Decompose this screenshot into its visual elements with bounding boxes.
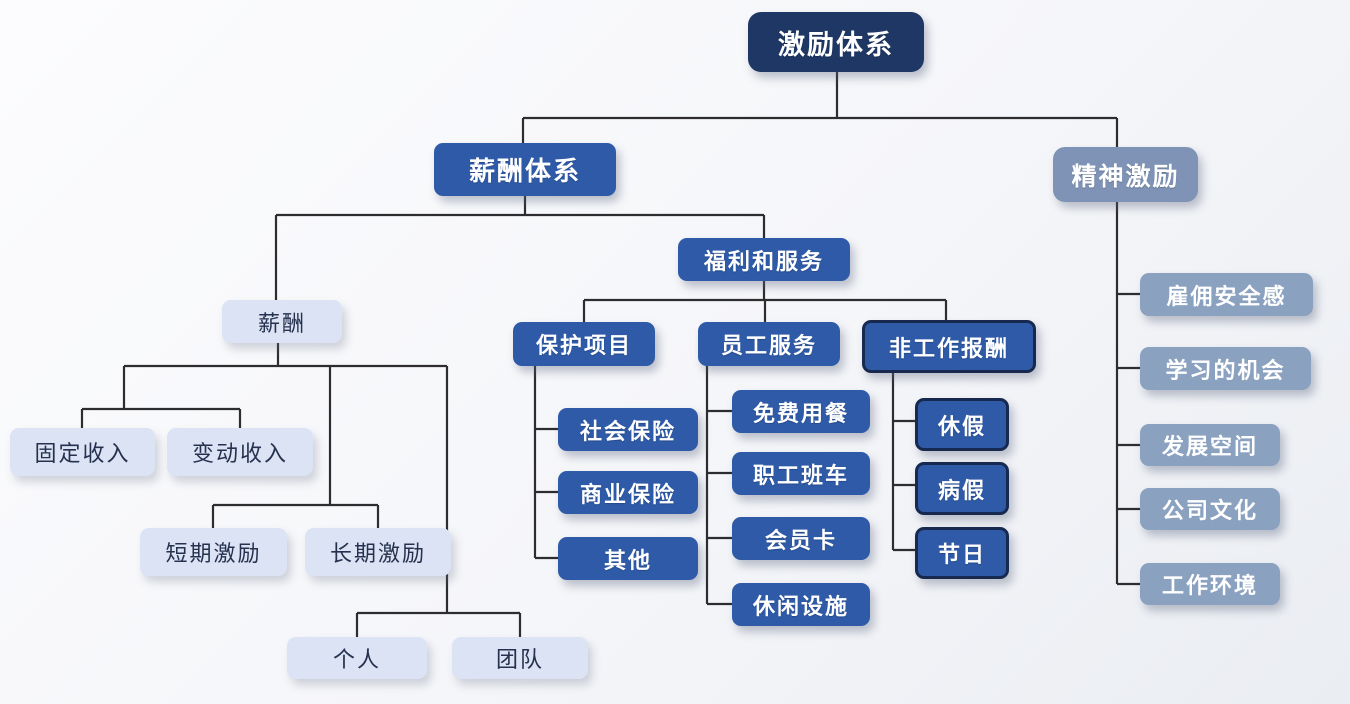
node-compensation-system: 薪酬体系 xyxy=(434,143,616,196)
node-sick-leave: 病假 xyxy=(915,462,1009,515)
node-long-term-incentive: 长期激励 xyxy=(305,528,451,576)
node-benefits-and-services: 福利和服务 xyxy=(678,238,850,281)
node-short-term-incentive: 短期激励 xyxy=(140,528,287,576)
node-vacation: 休假 xyxy=(915,398,1009,451)
node-leisure-facilities: 休闲设施 xyxy=(732,583,870,626)
node-holidays: 节日 xyxy=(915,527,1009,579)
node-work-environment: 工作环境 xyxy=(1140,563,1280,605)
node-non-work-compensation: 非工作报酬 xyxy=(862,320,1036,373)
node-employee-services: 员工服务 xyxy=(698,322,840,366)
node-team: 团队 xyxy=(452,637,588,679)
node-salary: 薪酬 xyxy=(222,300,342,343)
node-other: 其他 xyxy=(558,537,698,580)
node-incentive-system: 激励体系 xyxy=(748,12,924,72)
node-individual: 个人 xyxy=(287,637,427,679)
node-free-meals: 免费用餐 xyxy=(732,390,870,433)
node-learning-opportunities: 学习的机会 xyxy=(1140,347,1311,390)
node-company-culture: 公司文化 xyxy=(1140,488,1280,530)
node-fixed-income: 固定收入 xyxy=(10,428,155,476)
node-protection-programs: 保护项目 xyxy=(513,322,655,366)
node-staff-shuttle: 职工班车 xyxy=(732,452,870,495)
node-employment-security: 雇佣安全感 xyxy=(1140,273,1313,316)
node-social-insurance: 社会保险 xyxy=(558,408,698,451)
node-spiritual-incentive: 精神激励 xyxy=(1053,147,1198,202)
node-variable-income: 变动收入 xyxy=(167,428,313,476)
node-commercial-insurance: 商业保险 xyxy=(558,471,698,514)
node-membership-card: 会员卡 xyxy=(732,517,870,560)
node-development-space: 发展空间 xyxy=(1140,424,1280,466)
